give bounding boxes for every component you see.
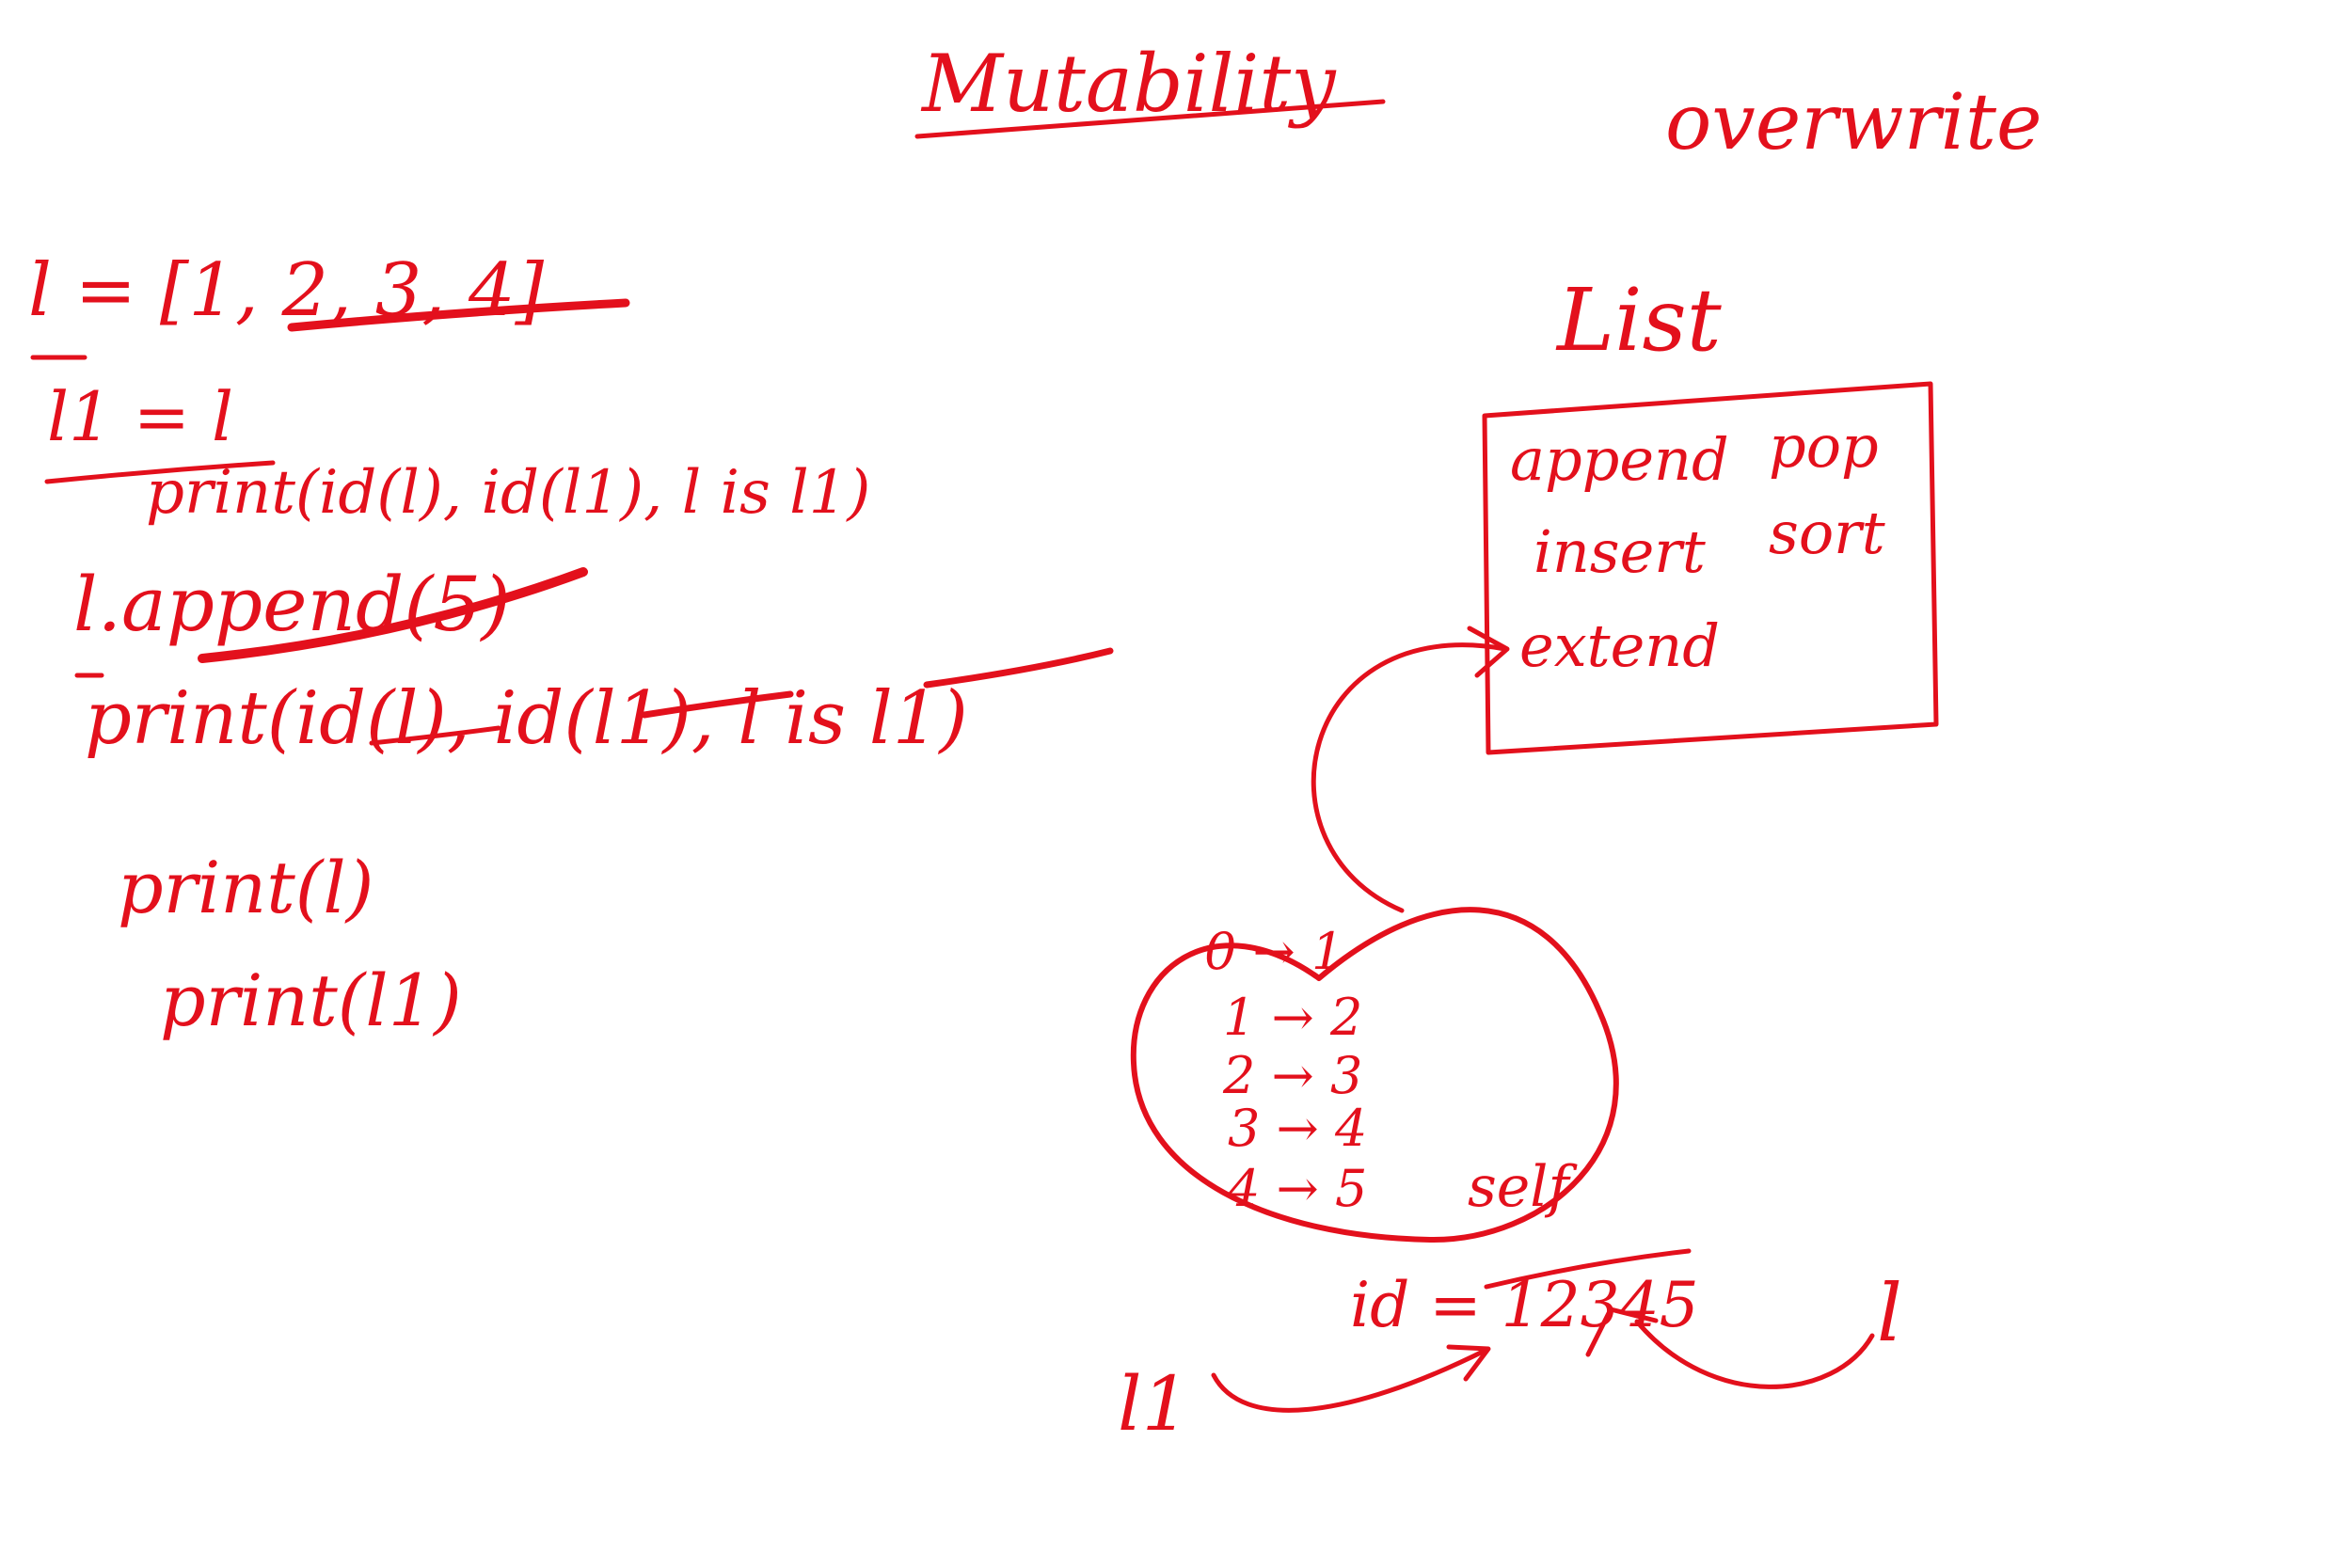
- code-line-alias: l1 = l: [47, 377, 233, 456]
- object-entry-2: 2 → 3: [1222, 1046, 1362, 1105]
- object-id-label: id = 12345: [1350, 1269, 1699, 1341]
- code-line-print-ids-before: print(id(l), id(l1), l is l1): [146, 458, 870, 528]
- entry-arrow-1: →: [1255, 988, 1330, 1047]
- object-entry-3: 3 → 4: [1228, 1099, 1367, 1158]
- object-entry-1: 1 → 2: [1223, 988, 1362, 1047]
- entry-value-4: 5: [1335, 1159, 1367, 1218]
- code-block: l = [1, 2, 3, 4] l1 = l print(id(l), id(…: [28, 248, 1114, 1042]
- self-label: self: [1468, 1154, 1578, 1220]
- method-sort: sort: [1769, 499, 1885, 567]
- object-entry-0: 0 → 1: [1204, 922, 1343, 981]
- entry-index-4: 4: [1227, 1159, 1260, 1218]
- method-append: append: [1510, 425, 1729, 494]
- alias-underline: [44, 460, 276, 484]
- entry-value-3: 4: [1334, 1099, 1367, 1158]
- l1-arrow-head-icon: [1446, 1344, 1491, 1382]
- code-line-append: l.append(5): [73, 561, 511, 648]
- code-line-print-l1: print(l1): [160, 958, 462, 1042]
- entry-index-3: 3: [1228, 1099, 1260, 1158]
- method-pop: pop: [1769, 412, 1879, 481]
- entry-value-2: 3: [1330, 1046, 1362, 1105]
- reference-l1: l1: [1118, 1360, 1189, 1448]
- code-line-list-assign: l = [1, 2, 3, 4]: [28, 248, 545, 333]
- code-line-print-ids-after: print(id(l), id(l1), l is l1): [85, 676, 968, 761]
- is-underline: [923, 647, 1114, 689]
- arrow-head-icon: [1467, 626, 1510, 678]
- object-to-class-arrow: [1311, 642, 1508, 913]
- l-arrow-head-icon: [1585, 1307, 1659, 1357]
- object-entry-4: 4 → 5: [1227, 1159, 1367, 1218]
- side-note-overwrite: overwrite: [1665, 78, 2042, 167]
- list-values-underline: [287, 298, 630, 332]
- l1-reference-arrow: [1211, 1347, 1489, 1413]
- id-l-underline: [369, 725, 501, 746]
- entry-arrow-0: →: [1236, 922, 1311, 981]
- title-underline: [914, 99, 1386, 139]
- list-object: 0 → 1 1 → 2 2 → 3 3 → 4 4 → 5 self: [1130, 907, 1619, 1243]
- entry-index-0: 0: [1204, 922, 1236, 981]
- entry-arrow-4: →: [1260, 1159, 1335, 1218]
- list-class-box: List append pop insert sort extend: [1482, 270, 1939, 755]
- class-box-title: List: [1555, 270, 1723, 371]
- entry-index-1: 1: [1223, 988, 1255, 1047]
- entry-arrow-3: →: [1260, 1099, 1335, 1158]
- reference-l: l: [1877, 1267, 1902, 1359]
- method-extend: extend: [1519, 611, 1720, 680]
- entry-value-0: 1: [1311, 922, 1343, 981]
- object-circle: [1130, 907, 1619, 1243]
- entry-value-1: 2: [1329, 988, 1362, 1047]
- id-l1-underline: [641, 690, 794, 719]
- entry-index-2: 2: [1222, 1046, 1255, 1105]
- append-underline: [198, 567, 588, 663]
- l-reference-arrow: [1634, 1319, 1875, 1389]
- id-underline: [1484, 1248, 1692, 1290]
- entry-arrow-2: →: [1255, 1046, 1330, 1105]
- method-insert: insert: [1534, 517, 1706, 586]
- diagram-title: Mutability: [920, 38, 1337, 130]
- code-line-print-l: print(l): [118, 846, 373, 929]
